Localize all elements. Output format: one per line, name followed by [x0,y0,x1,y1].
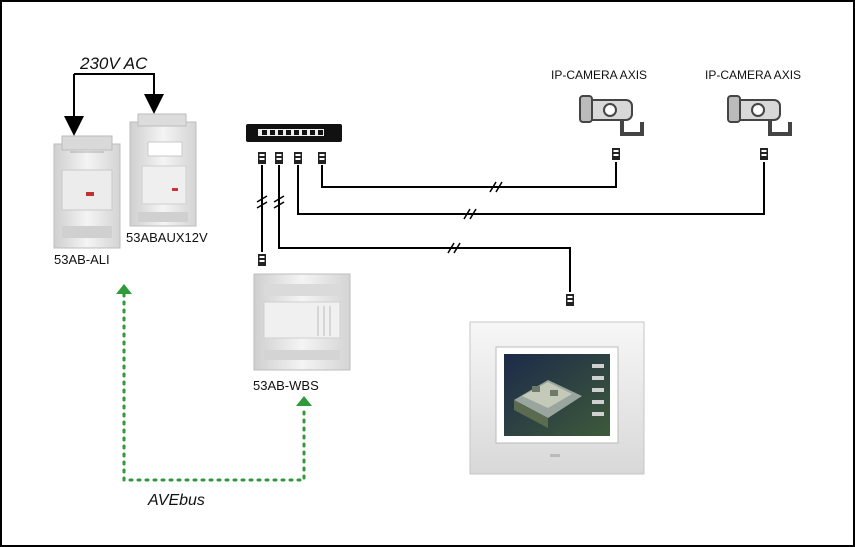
ali-module [53,135,121,249]
camera-2-label: IP-CAMERA AXIS [705,68,802,82]
camera-2-icon [727,95,792,136]
bus-label: AVEbus [148,492,205,509]
wbs-label: 53AB-WBS [253,378,319,393]
camera-1-label: IP-CAMERA AXIS [551,68,648,82]
panel-3d-scene [514,380,582,428]
ali-label: 53AB-ALI [54,252,110,267]
power-label: 230V AC [80,54,148,73]
cable-break-marks [256,181,503,254]
wbs-module [253,273,351,371]
avebus-line [116,284,312,482]
aux-label: 53ABAUX12V [126,230,208,245]
switch-plugs [258,152,326,164]
power-feed-lines [64,73,164,136]
aux-module [129,113,197,227]
camera-1-icon [579,95,644,136]
network-cables [261,162,765,292]
network-switch [246,124,342,142]
touch-panel [469,321,645,475]
